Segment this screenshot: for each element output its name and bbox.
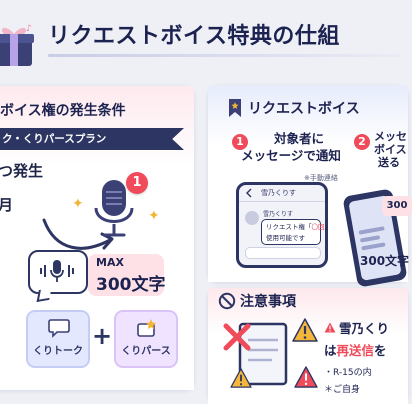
char-limit-text: 300文字	[360, 254, 410, 268]
plan-label: くりパース	[121, 346, 171, 357]
occurrence-text: つ発生	[0, 162, 44, 180]
bookmark-icon	[229, 99, 241, 117]
step-number-2: 2	[354, 134, 370, 150]
chat-highlight: 〇回	[311, 223, 325, 231]
phone-mockup-chat: 雪乃くりす 雪乃くりす リクエスト権「〇回」 使用可能です	[236, 182, 331, 268]
conditions-title: ボイス権の発生条件	[0, 103, 126, 119]
notice-line2-suffix: を	[374, 343, 387, 358]
chat-input-field	[245, 247, 321, 259]
notice-line4: ＊ご自身	[324, 385, 361, 395]
step1-line2: メッセージで通知	[241, 148, 341, 163]
notice-line2: は再送信を	[324, 340, 408, 359]
warning-icon	[292, 318, 318, 342]
manual-note: ※手動連絡	[304, 174, 338, 182]
notice-line1: 雪乃くり	[339, 321, 390, 336]
plan-label: くりトーク	[33, 346, 83, 357]
document-reject-icon	[223, 322, 288, 386]
chat-header: 雪乃くりす	[239, 185, 325, 202]
notice-title: 注意事項	[240, 294, 296, 310]
svg-text:♪: ♪	[26, 24, 32, 34]
max-label: MAX	[96, 256, 124, 269]
notice-line1-row: 雪乃くり	[324, 318, 408, 337]
gift-box-icon: ♪	[0, 24, 34, 66]
prohibited-icon	[218, 292, 236, 310]
title-underline	[48, 54, 400, 57]
conditions-card: ボイス権の発生条件 ク・くりパースプラン つ発生 月 1 ✦ ✦ MAX 300…	[0, 86, 194, 390]
step-number-1: 1	[232, 134, 248, 150]
char-count-bubble: 300	[382, 196, 412, 216]
avatar	[245, 211, 259, 225]
chat-message-bubble: リクエスト権「〇回」 使用可能です	[261, 219, 331, 245]
chat-message-line2: 使用可能です	[266, 234, 305, 242]
plan-ribbon: ク・くりパースプラン	[0, 128, 184, 150]
sparkle-icon: ✦	[72, 196, 84, 212]
notice-line2-prefix: は	[324, 343, 337, 358]
warning-icon	[294, 366, 318, 388]
step2-line2: ボイス	[374, 143, 407, 156]
sparkle-icon: ✦	[148, 208, 160, 224]
count-badge: 1	[126, 172, 148, 194]
request-flow-title: リクエストボイス	[248, 101, 360, 117]
page-header: ♪ リクエストボイス特典の仕組	[0, 0, 400, 84]
microphone-icon	[94, 180, 134, 237]
speech-bubble-mic	[28, 250, 88, 294]
chat-text: リクエスト権「	[266, 223, 312, 231]
plan-tile-kuritalk: くりトーク	[26, 310, 90, 368]
notice-text-block: 雪乃くり は再送信を ・R-15の内 ＊ご自身	[324, 318, 408, 395]
star-icon	[137, 319, 156, 337]
step2-line3: 送る	[378, 156, 400, 169]
plus-sign: +	[92, 322, 113, 350]
text-line	[359, 235, 381, 243]
step1-text: 対象者に メッセージで通知	[216, 130, 366, 164]
page-title: リクエストボイス特典の仕組	[48, 24, 340, 49]
warning-small-icon	[324, 322, 336, 333]
chat-header-name: 雪乃くりす	[261, 189, 296, 197]
max-value: 300文字	[96, 275, 166, 295]
back-chevron-icon	[246, 188, 252, 198]
voice-wave-icon	[40, 260, 74, 282]
request-flow-card: リクエストボイス 1 対象者に メッセージで通知 ※手動連絡 雪乃くりす 雪乃く…	[208, 86, 412, 288]
step1-line1: 対象者に	[273, 131, 324, 146]
text-line	[361, 242, 386, 251]
text-line	[358, 226, 385, 235]
chat-message-line1: リクエスト権「〇回」	[266, 222, 331, 233]
notice-line2-red: 再送信	[336, 343, 375, 358]
step2-text: メッセ ボイス 送る	[374, 130, 407, 169]
warning-icon	[230, 368, 252, 388]
period-text: 月	[0, 196, 14, 214]
step2-line1: メッセ	[374, 130, 407, 143]
chat-text: 」	[324, 223, 332, 231]
chat-sender-name: 雪乃くりす	[263, 211, 294, 218]
notice-line3: ・R-15の内	[324, 368, 372, 378]
plan-tile-kuripass: くりパース	[114, 310, 178, 368]
max-chars-box: MAX 300文字	[88, 254, 166, 296]
notice-card: 注意事項 雪乃くり は再送信を ・R-15の内 ＊ご自身	[208, 288, 408, 404]
chat-bubble-icon	[48, 319, 70, 338]
